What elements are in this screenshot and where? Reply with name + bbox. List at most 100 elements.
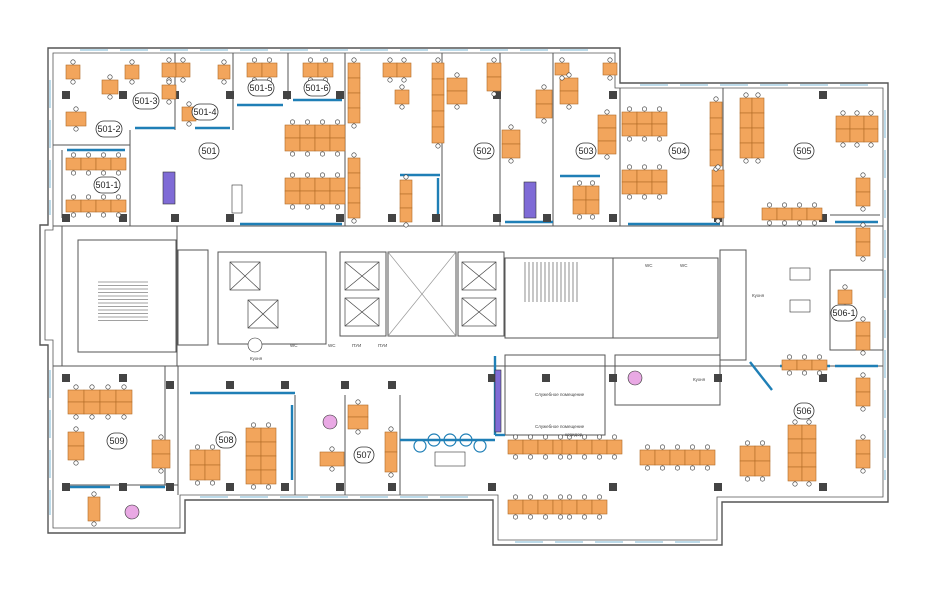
chair — [596, 514, 602, 520]
chair — [107, 94, 113, 100]
column — [432, 214, 440, 222]
desk — [65, 199, 82, 213]
chair — [641, 136, 647, 142]
chair — [129, 59, 135, 65]
chair — [715, 218, 721, 224]
desk — [739, 97, 753, 114]
chair — [265, 484, 271, 490]
desk-cluster — [65, 64, 81, 80]
chair — [626, 136, 632, 142]
column — [493, 91, 501, 99]
desk — [115, 389, 133, 403]
meeting-table — [434, 451, 466, 467]
chair — [491, 91, 497, 97]
chair — [557, 454, 563, 460]
column — [283, 91, 291, 99]
desk-cluster — [151, 439, 171, 469]
desk-cluster — [399, 179, 413, 223]
desk — [245, 455, 262, 471]
column — [819, 483, 827, 491]
chair — [840, 142, 846, 148]
chair — [816, 370, 822, 376]
room-badge: 501 — [198, 142, 220, 160]
chair — [626, 164, 632, 170]
desk — [606, 439, 623, 455]
desk — [863, 115, 879, 130]
chair — [508, 158, 514, 164]
chair — [401, 57, 407, 63]
desk — [299, 177, 316, 192]
desk-cluster — [507, 439, 569, 455]
desk — [284, 177, 301, 192]
desk — [801, 438, 817, 454]
desk — [711, 169, 725, 187]
chair — [334, 151, 340, 157]
chair — [221, 79, 227, 85]
desk-cluster — [559, 77, 579, 105]
desk-cluster — [835, 115, 879, 143]
chair — [589, 214, 595, 220]
desk — [537, 499, 554, 515]
chair — [811, 220, 817, 226]
chair — [116, 170, 122, 176]
desk — [535, 89, 553, 105]
desk-cluster — [621, 111, 668, 137]
desk — [396, 62, 412, 78]
chair — [186, 101, 192, 107]
desk — [621, 111, 638, 125]
desk-cluster — [486, 62, 502, 92]
chair — [129, 79, 135, 85]
desk — [151, 453, 171, 469]
chair — [107, 74, 113, 80]
desk — [446, 90, 468, 105]
column — [388, 483, 396, 491]
desk — [835, 128, 851, 143]
desk — [314, 124, 331, 139]
chair — [527, 454, 533, 460]
room-number: 501-6 — [305, 83, 328, 93]
chair — [166, 99, 172, 105]
desk-cluster — [65, 199, 127, 213]
desk — [559, 90, 579, 105]
desk-cluster — [561, 499, 608, 515]
desk — [739, 112, 753, 129]
desk — [602, 62, 618, 76]
chair — [542, 434, 548, 440]
desk — [787, 424, 803, 440]
desk-cluster — [302, 62, 334, 78]
desk — [621, 181, 638, 195]
desk — [855, 391, 871, 407]
kitchen-label: Кухня — [693, 377, 706, 382]
desk — [83, 389, 101, 403]
chair — [329, 446, 335, 452]
desk — [284, 137, 301, 152]
chair — [806, 419, 812, 425]
room-number: 506-1 — [832, 308, 855, 318]
desk — [796, 359, 813, 371]
desk-cluster — [67, 431, 85, 461]
chair — [860, 206, 866, 212]
room-badge-bubble — [247, 79, 275, 97]
desk — [522, 439, 539, 455]
chair — [689, 465, 695, 471]
room-badge: 501-3 — [132, 92, 160, 110]
desk — [189, 464, 206, 481]
room-badge: 501-4 — [191, 103, 219, 121]
desk — [260, 441, 277, 457]
chair — [566, 104, 572, 110]
chair — [557, 494, 563, 500]
chair — [566, 72, 572, 78]
chair — [715, 164, 721, 170]
corridor-label: коридор — [565, 432, 583, 437]
desk — [317, 62, 334, 78]
desk — [161, 84, 177, 100]
room-badge-bubble — [191, 103, 219, 121]
chair — [713, 96, 719, 102]
desk — [175, 62, 191, 78]
chair — [759, 476, 765, 482]
chair — [641, 164, 647, 170]
room-badge: 508 — [215, 431, 237, 449]
chair — [73, 384, 79, 390]
column — [388, 381, 396, 389]
column — [819, 374, 827, 382]
